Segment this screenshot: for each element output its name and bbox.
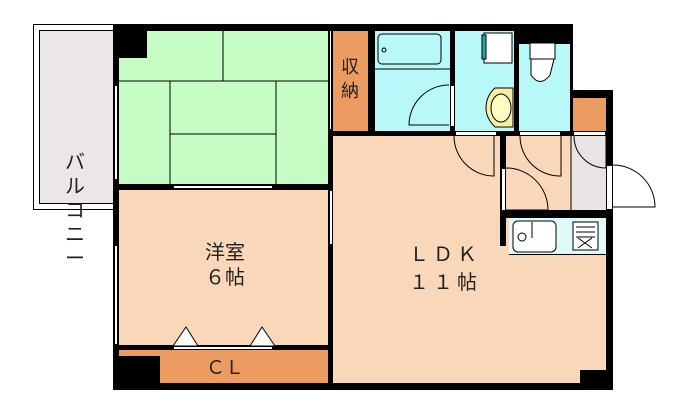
ldk-window [329, 190, 333, 245]
wash-door-opening [455, 131, 497, 136]
wall-right [606, 90, 613, 390]
hallway [506, 136, 570, 212]
storage-label: 収 納 [341, 57, 359, 102]
washitsu-window [114, 85, 118, 180]
wall-toilet-right [570, 24, 573, 136]
wall-left [113, 24, 119, 389]
bathroom [375, 30, 450, 131]
washitsu-sliding-door [173, 185, 273, 189]
hall-door-opening [501, 168, 506, 211]
closet-sliding-door [173, 346, 273, 350]
balcony [39, 30, 115, 204]
toilet-door-opening [519, 131, 561, 136]
western-room-label: 洋室 ６帖 [205, 240, 245, 289]
wall-kitchen-top [500, 210, 613, 218]
western-room [119, 190, 328, 345]
wall-bath-right [450, 24, 455, 136]
washitsu [119, 30, 330, 184]
bath-door-opening [450, 85, 455, 127]
shoe-door-opening [573, 131, 606, 136]
balcony-label: バ ル コ ニ ー [65, 150, 85, 270]
wall-top-right [570, 90, 613, 98]
ldk-label: ＬＤＫ １１帖 [409, 242, 481, 294]
wall-storage-right [368, 24, 375, 136]
washitsu-right-window [329, 30, 332, 130]
western-window [114, 245, 118, 345]
entry-door-opening [606, 165, 613, 210]
wall-wash-right [514, 24, 519, 136]
wall-closet-corner [113, 356, 160, 387]
wall-ldk-corner [580, 370, 610, 388]
wall-top [113, 24, 573, 31]
storage [333, 30, 368, 131]
wall-bottom [113, 383, 613, 390]
shoe-storage [573, 98, 606, 131]
closet-label: ＣＬ [205, 357, 244, 379]
wall-toilet-top [515, 24, 573, 44]
